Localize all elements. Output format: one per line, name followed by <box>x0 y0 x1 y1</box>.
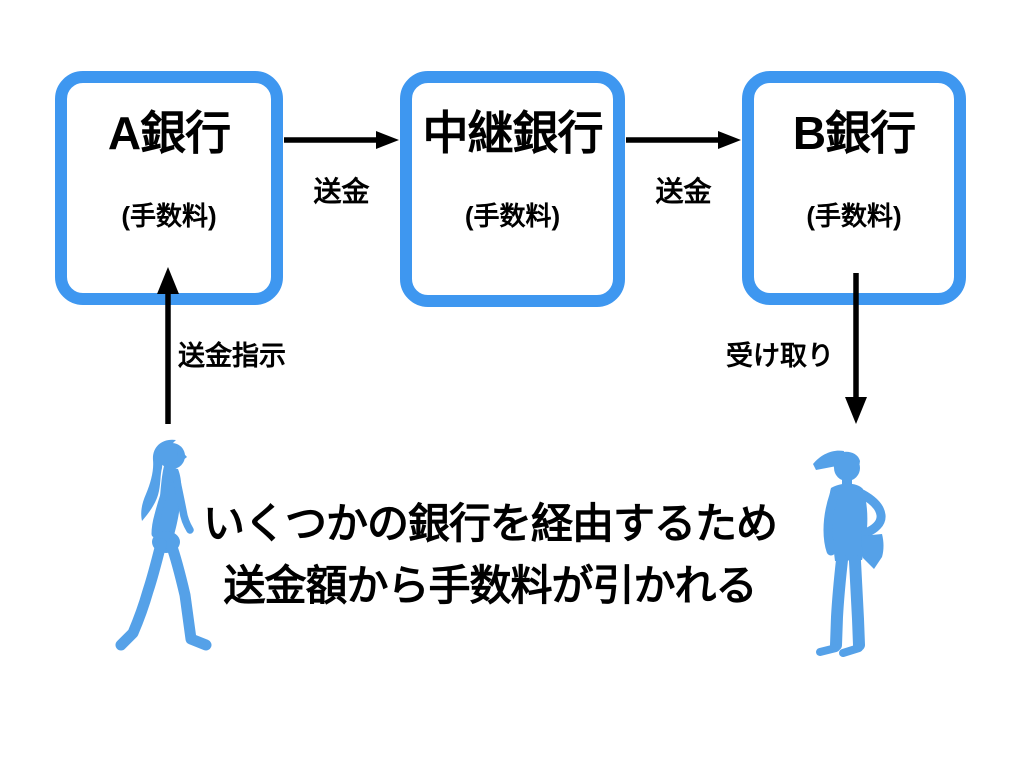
worker-silhouette-icon <box>813 450 886 657</box>
instruction-label: 送金指示 <box>178 341 286 371</box>
arrow-up-icon <box>157 267 179 424</box>
transfer-label-1: 送金 <box>313 176 370 207</box>
intermediary-bank-name: 中継銀行 <box>422 107 604 159</box>
caption: いくつかの銀行を経由するため 送金額から手数料が引かれる <box>5 493 975 617</box>
bank-box-intermediary: 中継銀行 (手数料) <box>400 71 625 307</box>
arrow-down-icon <box>845 273 867 424</box>
bank-box-a: A銀行 (手数料) <box>55 71 283 305</box>
bank-box-b: B銀行 (手数料) <box>742 71 966 305</box>
arrow-right-icon <box>626 131 741 149</box>
intermediary-bank-fee-label: (手数料) <box>464 200 561 231</box>
bank-b-name: B銀行 <box>792 107 916 159</box>
arrow-right-icon <box>284 131 399 149</box>
woman-silhouette-icon <box>115 439 212 651</box>
bank-a-fee-label: (手数料) <box>121 200 217 231</box>
caption-line2: 送金額から手数料が引かれる <box>223 562 757 609</box>
bank-a-name: A銀行 <box>107 107 231 159</box>
bank-b-fee-label: (手数料) <box>806 200 902 231</box>
receive-label: 受け取り <box>726 341 834 371</box>
caption-line1: いくつかの銀行を経由するため <box>202 500 778 547</box>
transfer-label-2: 送金 <box>655 176 712 207</box>
